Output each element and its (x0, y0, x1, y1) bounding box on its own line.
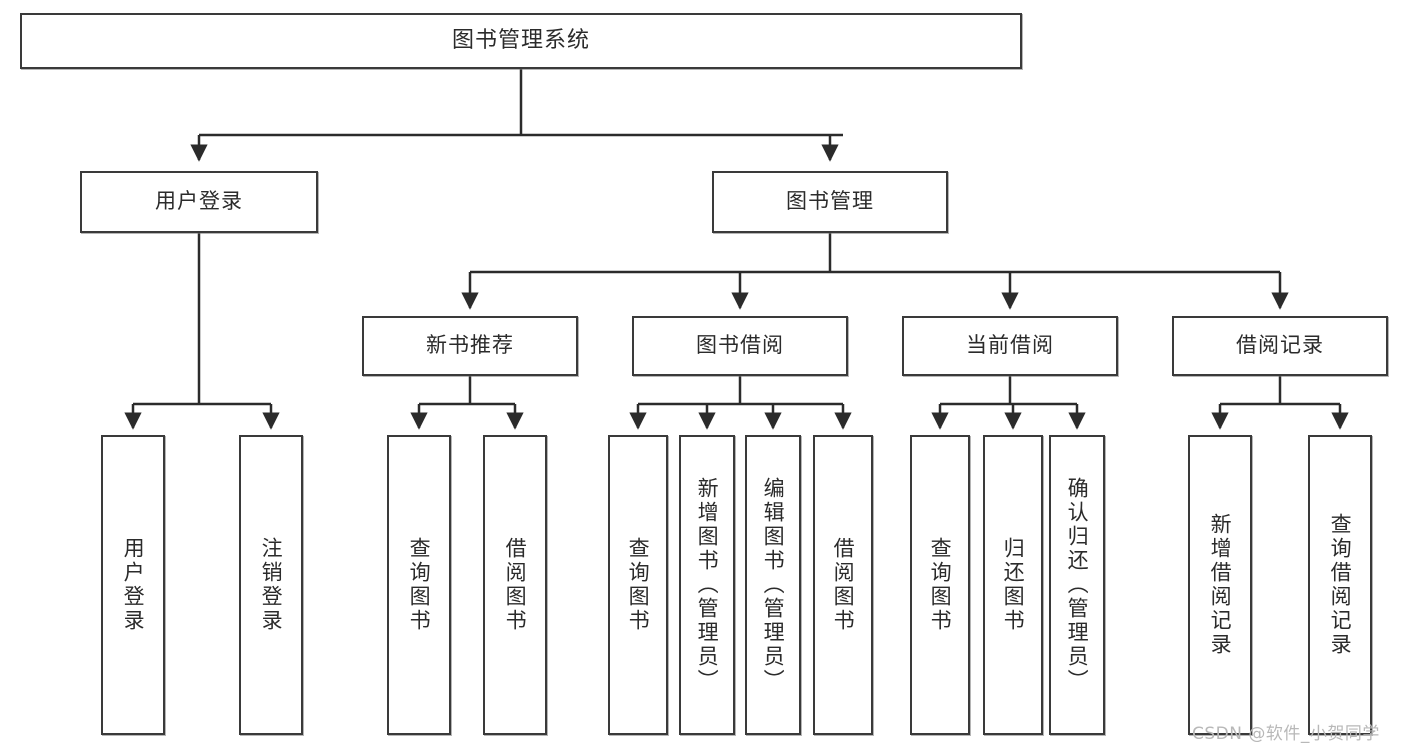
node-current-borrow[interactable]: 当前借阅 (902, 316, 1118, 376)
node-label: 借阅记录 (1236, 333, 1324, 358)
node-label: 新书推荐 (426, 333, 514, 358)
node-label: 查询图书 (928, 537, 953, 633)
node-label: 借阅图书 (831, 537, 856, 633)
node-label: 查询图书 (407, 537, 432, 633)
leaf-borrow-books-recommend[interactable]: 借阅图书 (483, 435, 547, 735)
node-label: 编辑图书（管理员） (761, 477, 786, 693)
node-new-book-recommend[interactable]: 新书推荐 (362, 316, 578, 376)
leaf-return-book[interactable]: 归还图书 (983, 435, 1043, 735)
node-root-system[interactable]: 图书管理系统 (20, 13, 1022, 69)
node-label: 当前借阅 (966, 333, 1054, 358)
node-label: 查询借阅记录 (1328, 513, 1353, 657)
node-label: 用户登录 (121, 537, 146, 633)
node-label: 新增图书（管理员） (695, 477, 720, 693)
node-label: 图书借阅 (696, 333, 784, 358)
node-label: 图书管理 (786, 189, 874, 214)
node-book-management[interactable]: 图书管理 (712, 171, 948, 233)
leaf-add-book-admin[interactable]: 新增图书（管理员） (679, 435, 735, 735)
node-label: 注销登录 (259, 537, 284, 633)
csdn-watermark: CSDN @软件_小贺同学 (1192, 724, 1380, 744)
leaf-borrow-book[interactable]: 借阅图书 (813, 435, 873, 735)
leaf-user-login[interactable]: 用户登录 (101, 435, 165, 735)
node-label: 借阅图书 (503, 537, 528, 633)
leaf-query-borrow-record[interactable]: 查询借阅记录 (1308, 435, 1372, 735)
node-label: 图书管理系统 (451, 27, 590, 53)
node-label: 新增借阅记录 (1208, 513, 1233, 657)
node-book-borrow[interactable]: 图书借阅 (632, 316, 848, 376)
leaf-logout[interactable]: 注销登录 (239, 435, 303, 735)
leaf-confirm-return-admin[interactable]: 确认归还（管理员） (1049, 435, 1105, 735)
leaf-add-borrow-record[interactable]: 新增借阅记录 (1188, 435, 1252, 735)
node-label: 用户登录 (155, 189, 243, 214)
node-label: 确认归还（管理员） (1065, 477, 1090, 693)
node-borrow-records[interactable]: 借阅记录 (1172, 316, 1388, 376)
leaf-query-books-current[interactable]: 查询图书 (910, 435, 970, 735)
leaf-query-books-recommend[interactable]: 查询图书 (387, 435, 451, 735)
leaf-edit-book-admin[interactable]: 编辑图书（管理员） (745, 435, 801, 735)
leaf-query-books-borrow[interactable]: 查询图书 (608, 435, 668, 735)
node-user-login[interactable]: 用户登录 (80, 171, 318, 233)
node-label: 归还图书 (1001, 537, 1026, 633)
node-label: 查询图书 (626, 537, 651, 633)
